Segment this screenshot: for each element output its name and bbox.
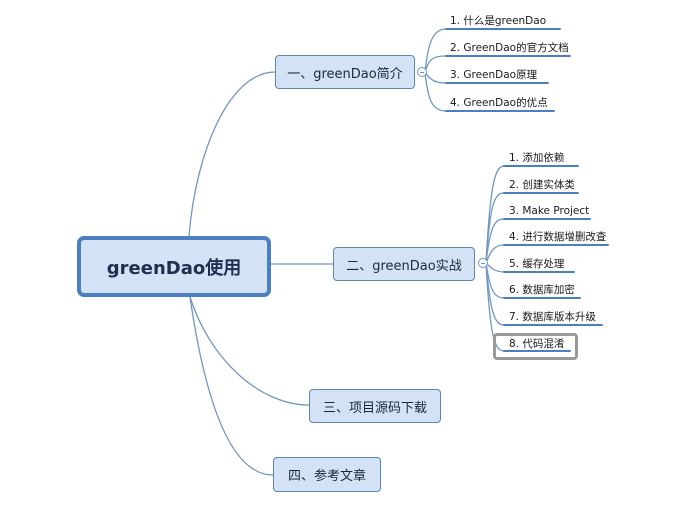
branch-topic-label: 三、项目源码下载 [322,400,427,416]
root-topic-label: greenDao使用 [106,257,242,279]
branch-topic-label: 四、参考文章 [287,469,366,484]
leaf-topic[interactable]: 1. 什么是greenDao [450,15,547,27]
branch-topic-label: 一、greenDao简介 [287,66,403,82]
leaf-topic[interactable]: 2. 创建实体类 [509,179,575,191]
collapse-toggle-icon[interactable] [417,67,427,77]
leaf-topic[interactable]: 2. GreenDao的官方文档 [450,42,569,54]
leaf-topic[interactable]: 5. 缓存处理 [509,258,565,270]
leaf-topic[interactable]: 3. GreenDao原理 [450,69,538,81]
leaf-topic[interactable]: 4. 进行数据增删改查 [509,231,607,243]
root-topic[interactable]: greenDao使用 [77,236,271,297]
leaf-topic[interactable]: 7. 数据库版本升级 [509,311,596,323]
branch-topic-source-download[interactable]: 三、项目源码下载 [309,389,441,423]
collapse-toggle-icon[interactable] [478,258,488,268]
leaf-topic[interactable]: 1. 添加依赖 [509,152,565,164]
branch-topic-practice[interactable]: 二、greenDao实战 [333,247,475,281]
leaf-topic[interactable]: 3. Make Project [509,205,590,217]
leaf-topic-selected[interactable]: 8. 代码混淆 [509,338,565,350]
branch-topic-intro[interactable]: 一、greenDao简介 [275,55,415,89]
leaf-topic[interactable]: 6. 数据库加密 [509,284,575,296]
leaf-topic[interactable]: 4. GreenDao的优点 [450,97,548,109]
branch-topic-label: 二、greenDao实战 [346,258,462,274]
selected-topic-outline [493,333,578,360]
branch-topic-references[interactable]: 四、参考文章 [273,457,381,492]
